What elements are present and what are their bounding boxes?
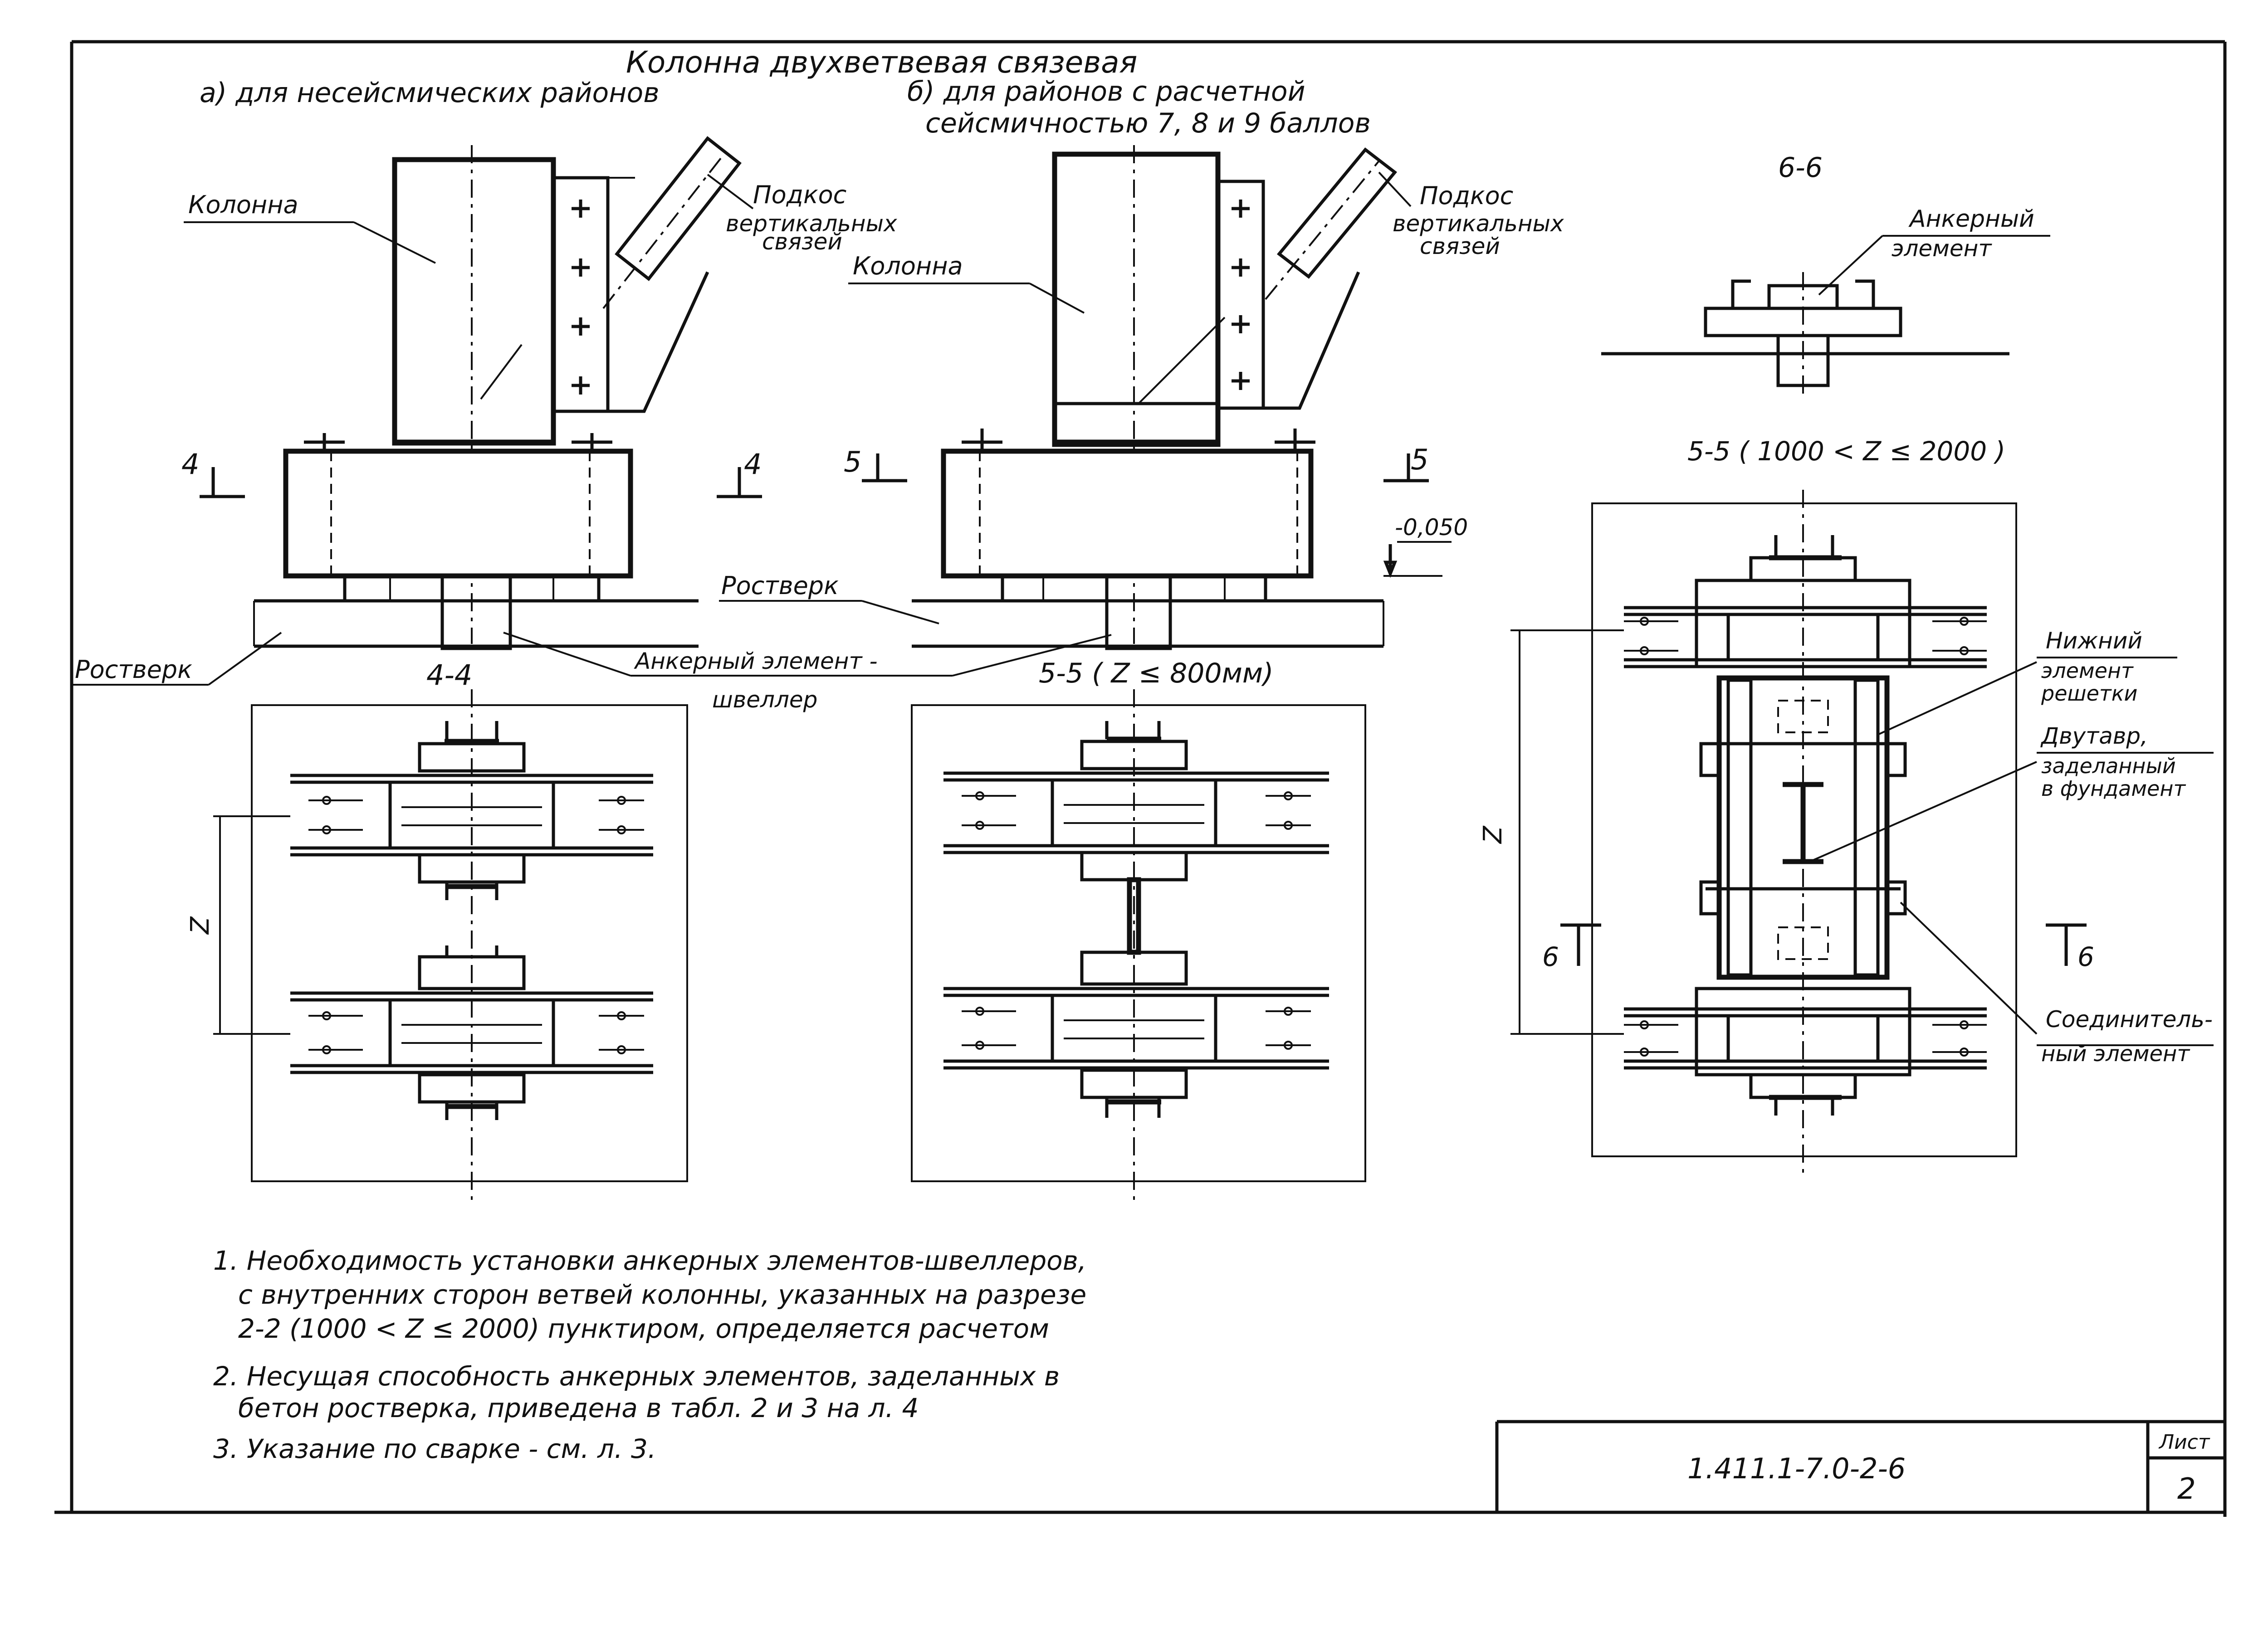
- drawing-title: Колонна двухветвевая связевая: [626, 45, 1137, 80]
- bolt-marks: [572, 200, 590, 395]
- note-2-line1: 2. Несущая способность анкерных элементо…: [213, 1361, 1060, 1392]
- label-grillage-b: Ростверк: [721, 571, 839, 600]
- sheet-label: Лист: [2158, 1431, 2210, 1454]
- section-6-6-title: 6-6: [1778, 152, 1823, 184]
- drawing-code: 1.411.1-7.0-2-6: [1687, 1452, 1906, 1485]
- section-6-6: 6-6 Анкерный элемент: [1601, 152, 2050, 399]
- dim-z-5-5: Z: [1478, 825, 1508, 844]
- note-1-line1: 1. Необходимость установки анкерных элем…: [213, 1245, 1086, 1276]
- section-5-5-small-title: 5-5 ( Z ≤ 800мм): [1039, 658, 1274, 689]
- notes: 1. Необходимость установки анкерных элем…: [213, 1245, 1086, 1464]
- label-connector-line1: Соединитель-: [2046, 1006, 2213, 1033]
- elevation-mark: -0,050: [1395, 514, 1468, 541]
- label-brace-b-sub1: вертикальных: [1393, 210, 1564, 237]
- anchor-bolts: [304, 433, 612, 451]
- cut-mark-4-right: 4: [744, 448, 762, 481]
- cut-mark-6-right: 6: [2077, 941, 2094, 972]
- section-4-4: 4-4: [186, 658, 688, 1206]
- label-brace-b-sub2: связей: [1420, 233, 1500, 259]
- label-anchor-line2: швеллер: [712, 687, 817, 713]
- headings: Колонна двухветвевая связевая а) для нес…: [200, 45, 1371, 139]
- variant-b-title-line2: сейсмичностью 7, 8 и 9 баллов: [925, 107, 1371, 139]
- note-3: 3. Указание по сварке - см. л. 3.: [213, 1433, 656, 1464]
- label-brace-sub2: связей: [762, 229, 842, 255]
- dim-z-4-4: Z: [186, 916, 215, 935]
- section-4-4-title: 4-4: [426, 658, 472, 692]
- label-brace-b: Подкос: [1420, 181, 1513, 210]
- elevation-b: -0,050 5 5 Колонна Подкос вертикальных с…: [503, 145, 1564, 713]
- section-5-5-large-title: 5-5 ( 1000 < Z ≤ 2000 ): [1687, 436, 2005, 467]
- section-5-5-large: 5-5 ( 1000 < Z ≤ 2000 ): [1478, 436, 2214, 1179]
- ibeam-section: [1783, 782, 1823, 864]
- note-1-line3: 2-2 (1000 < Z ≤ 2000) пунктиром, определ…: [238, 1313, 1049, 1344]
- elevation-a: 4 4 Колонна Подкос вертикальных связей Р…: [73, 136, 897, 686]
- label-lower-lattice-line2: элемент: [2041, 658, 2134, 683]
- cut-mark-5-right: 5: [1411, 443, 1428, 476]
- label-column-b: Колонна: [853, 252, 963, 280]
- note-1-line2: с внутренних сторон ветвей колонны, указ…: [238, 1279, 1086, 1310]
- sheet-frame: [54, 40, 2227, 1517]
- label-anchor-element-line1: Анкерный: [1908, 205, 2034, 233]
- variant-b-title-line1: б) для районов с расчетной: [907, 76, 1305, 107]
- label-ibeam-line1: Двутавр,: [2040, 723, 2148, 749]
- label-anchor-line1: Анкерный элемент -: [634, 648, 878, 674]
- label-grillage-a: Ростверк: [75, 655, 192, 684]
- cut-mark-4-left: 4: [181, 448, 199, 481]
- label-ibeam-line3: в фундамент: [2041, 776, 2186, 801]
- label-lower-lattice-line3: решетки: [2041, 681, 2137, 706]
- section-5-5-small: 5-5 ( Z ≤ 800мм): [911, 658, 1366, 1206]
- sheet-number: 2: [2177, 1472, 2196, 1506]
- label-ibeam-line2: заделанный: [2041, 754, 2176, 778]
- label-brace-sub1: вертикальных: [726, 210, 897, 237]
- label-column: Колонна: [188, 190, 298, 219]
- variant-a-title: а) для несейсмических районов: [200, 77, 660, 109]
- label-lower-lattice-line1: Нижний: [2046, 628, 2142, 654]
- cut-mark-5-left: 5: [844, 445, 861, 478]
- cut-mark-6-left: 6: [1542, 941, 1559, 972]
- title-block: 1.411.1-7.0-2-6 Лист 2: [1495, 1420, 2225, 1512]
- note-2-line2: бетон ростверка, приведена в табл. 2 и 3…: [238, 1393, 919, 1423]
- label-brace: Подкос: [753, 180, 846, 209]
- label-anchor-element-line2: элемент: [1892, 235, 1992, 262]
